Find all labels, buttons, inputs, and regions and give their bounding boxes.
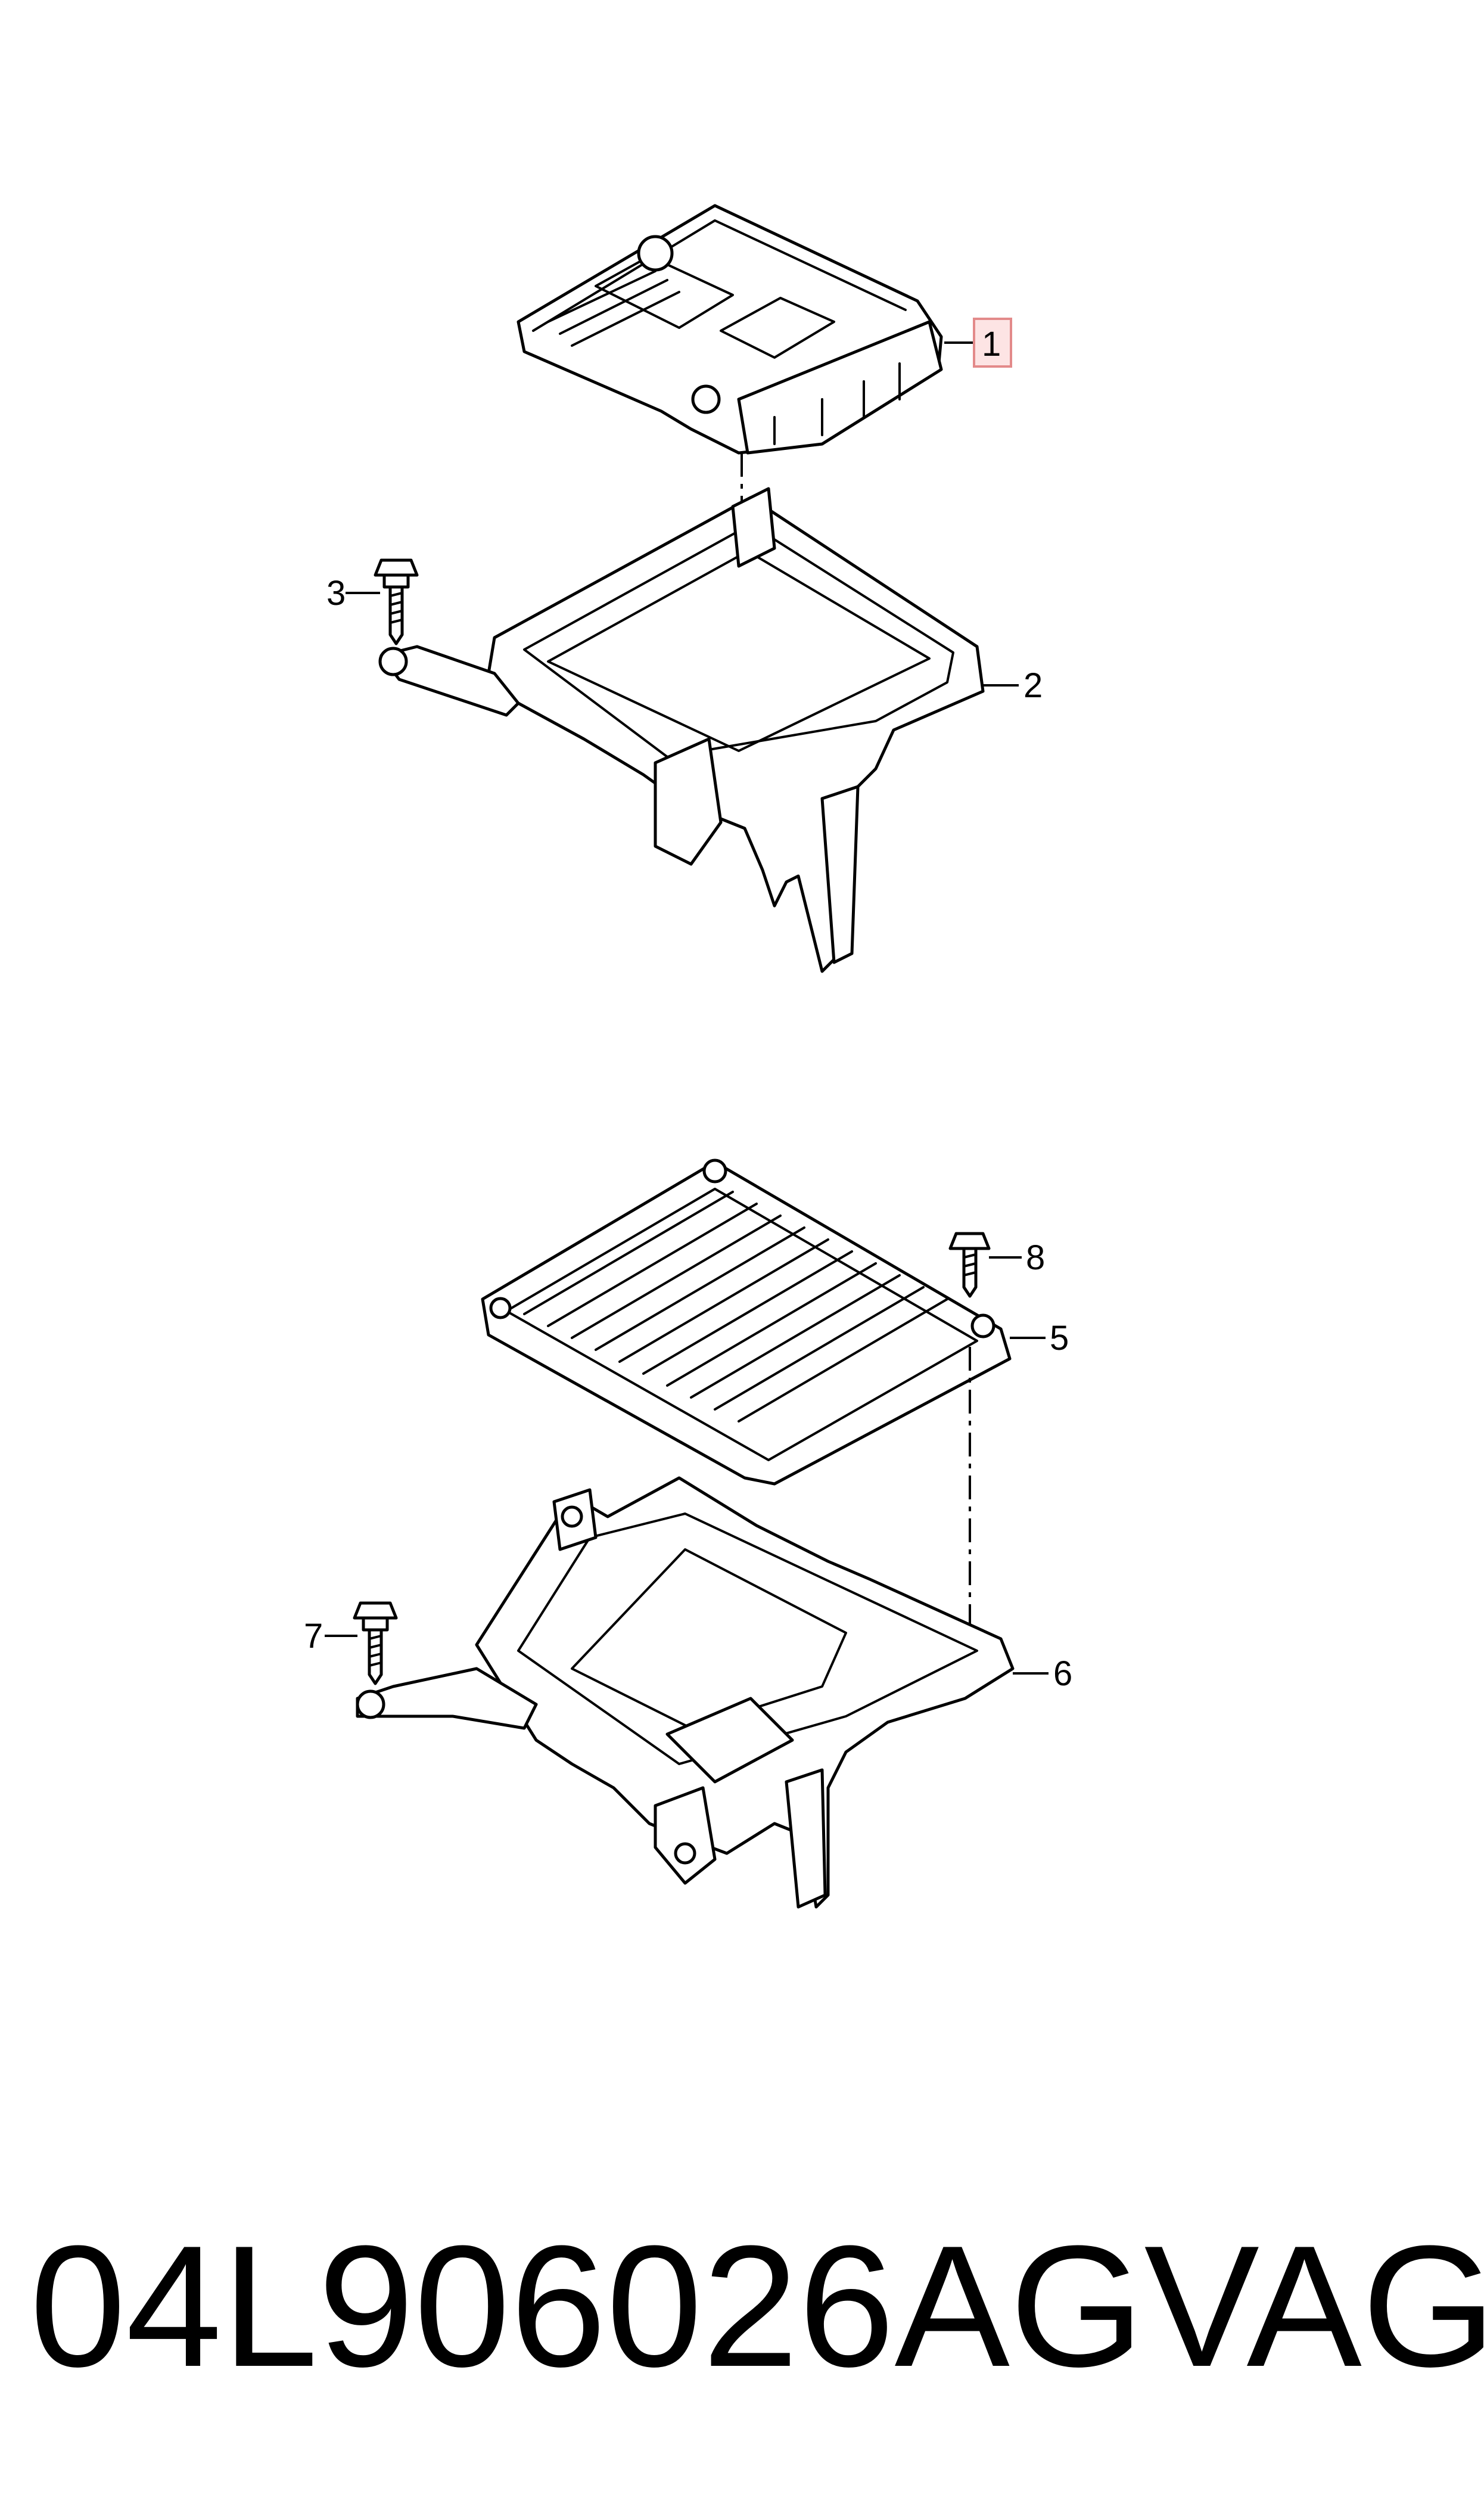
callout-1-highlight [973,318,1012,368]
callout-2-label[interactable]: 2 [1023,666,1043,705]
part-5-control-unit[interactable]: 5 [481,1158,1069,1486]
caption: 04L906026AG VAG [0,2205,1484,2408]
part-7-screw[interactable]: 7 [304,1601,398,1685]
callout-7-label[interactable]: 7 [304,1617,323,1655]
brand-name: VAG [1144,2210,1484,2403]
callout-8-label[interactable]: 8 [1026,1238,1045,1277]
part-number: 04L906026AG [30,2210,1144,2403]
callout-6-label[interactable]: 6 [1053,1654,1072,1693]
callout-1-label[interactable]: 1 [982,325,1001,364]
part-1-control-unit[interactable]: 1 [517,204,1012,455]
part-6-tray-bracket[interactable]: 6 [356,1476,1072,1909]
part-2-bracket[interactable]: 2 [378,487,1043,973]
part-3-screw[interactable]: 3 [326,558,419,645]
part-8-screw[interactable]: 8 [948,1232,1045,1298]
callout-5-label[interactable]: 5 [1050,1319,1069,1358]
callout-3-label[interactable]: 3 [326,574,346,613]
